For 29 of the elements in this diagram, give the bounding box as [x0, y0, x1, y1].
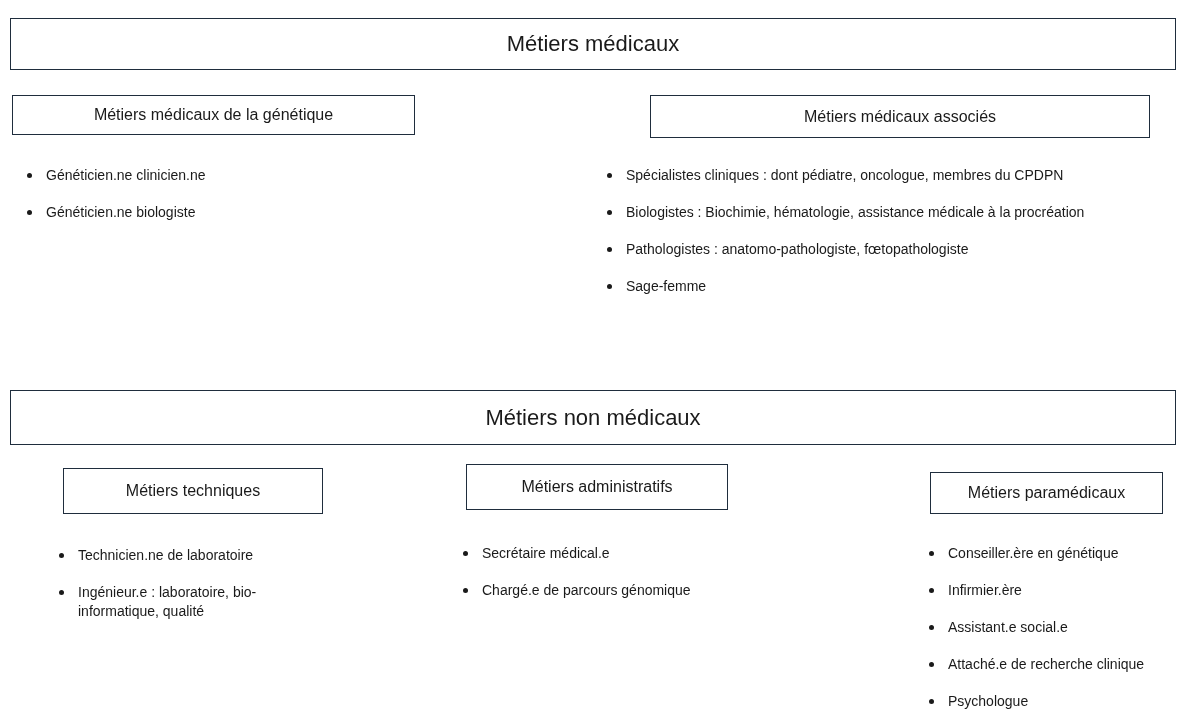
box-title: Métiers techniques	[125, 482, 261, 500]
list-item-text: Conseiller.ère en génétique	[948, 545, 1119, 561]
list-item-text: Sage-femme	[626, 278, 707, 294]
box-title: Métiers non médicaux	[485, 404, 701, 431]
category-box	[63, 468, 323, 514]
list-item-text: Infirmier.ère	[948, 582, 1022, 598]
list-item-text: Biologistes : Biochimie, hématologie, assistance médicale à la procréation	[626, 204, 1085, 220]
box-title: Métiers médicaux associés	[803, 107, 997, 126]
list-item-text: Psychologue	[948, 693, 1029, 709]
list-item-text: Généticien.ne clinicien.ne	[46, 167, 206, 183]
heading-box	[10, 390, 1176, 445]
list-item-text: Technicien.ne de laboratoire	[78, 547, 254, 563]
list-item-text: Spécialistes cliniques : dont pédiatre, oncologue, membres du CPDPN	[626, 167, 1064, 183]
list-item-text: Attaché.e de recherche clinique	[948, 656, 1145, 672]
category-box	[650, 95, 1150, 138]
box-title: Métiers médicaux	[506, 31, 680, 57]
list-item-text: Secrétaire médical.e	[482, 545, 610, 561]
category-box	[12, 95, 415, 135]
list-item-text: Assistant.e social.e	[948, 619, 1068, 635]
box-title: Métiers paramédicaux	[967, 484, 1126, 502]
category-box	[930, 472, 1163, 514]
box-title: Métiers administratifs	[521, 478, 673, 496]
heading-box	[10, 18, 1176, 70]
list-item-text: Chargé.e de parcours génomique	[482, 582, 691, 598]
category-box	[466, 464, 728, 510]
box-title: Métiers médicaux de la génétique	[93, 106, 334, 124]
list-item-text: Pathologistes : anatomo-pathologiste, fœtopathologiste	[626, 241, 969, 257]
list-item-text: Ingénieur.e : laboratoire, bio-informatique, qualité	[78, 584, 257, 619]
list-item-text: Généticien.ne biologiste	[46, 204, 196, 220]
